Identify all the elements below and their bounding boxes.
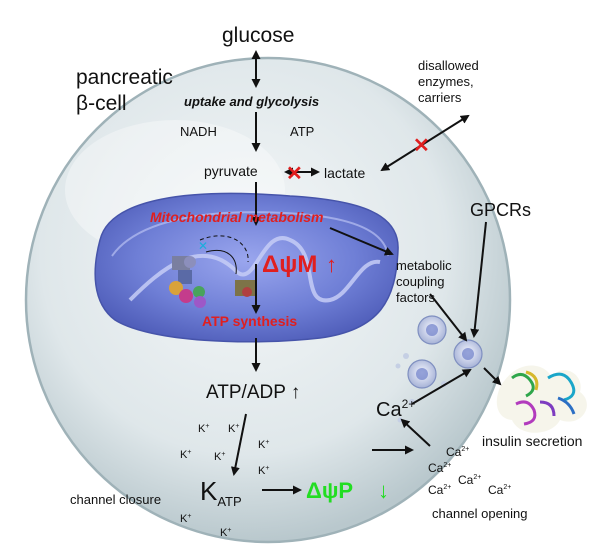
mitochondrial-inner-membrane [111, 211, 389, 257]
metabolic-coupling-label-1: metabolic [396, 258, 452, 273]
channel-closure-label: channel closure [70, 492, 161, 507]
electron-transfer-arc-2 [205, 250, 237, 275]
blocked-disallowed-cross: ✕ [413, 135, 430, 157]
k-ion: K+ [258, 465, 269, 477]
k-ion: K+ [228, 423, 239, 435]
insulin-granules [395, 315, 483, 423]
k-ion: K+ [214, 451, 225, 463]
calcium-ions: Ca2+ Ca2+ Ca2+ Ca2+ Ca2+ [428, 445, 511, 497]
gpcrs-label: GPCRs [470, 200, 531, 220]
blocked-lactate-cross: ✕ [286, 163, 303, 185]
disallowed-label-1: disallowed [418, 58, 479, 73]
delta-psi-m-up-arrow: ↑ [326, 252, 337, 277]
k-ion: K+ [180, 513, 191, 525]
beta-cell-label: β-cell [76, 92, 127, 115]
lactate-label: lactate [324, 165, 365, 181]
ca-ion: Ca2+ [488, 483, 511, 497]
delta-psi-p-label: ΔψP [306, 478, 353, 503]
ca-ion: Ca2+ [446, 445, 469, 459]
mitochondrion [94, 192, 399, 343]
electron-transport-complexes [169, 256, 255, 308]
k-ion: K+ [180, 449, 191, 461]
metabolic-coupling-label-2: coupling [396, 274, 444, 289]
nadh-label: NADH [180, 124, 217, 139]
ca-ion: Ca2+ [428, 461, 451, 475]
k-ion: K+ [198, 423, 209, 435]
pathway-arrows [230, 50, 502, 476]
channel-opening-label: channel opening [432, 506, 527, 521]
electron-glyph: ✕ [198, 239, 208, 253]
delta-psi-m-label: ΔψM [262, 251, 317, 278]
k-ion: K+ [220, 527, 231, 539]
uptake-glycolysis-label: uptake and glycolysis [184, 94, 319, 109]
ca-ion: Ca2+ [458, 473, 481, 487]
mitochondrial-cristae [128, 236, 381, 303]
disallowed-label-2: enzymes, [418, 74, 474, 89]
mitochondrial-metabolism-label: Mitochondrial metabolism [150, 209, 323, 225]
ca-ion: Ca2+ [428, 483, 451, 497]
atp-label: ATP [290, 124, 314, 139]
pyruvate-label: pyruvate [204, 163, 258, 179]
ca-label: Ca2+ [376, 397, 415, 421]
electron-transfer-arc [199, 235, 249, 263]
potassium-ions: K+ K+ K+ K+ K+ K+ K+ K+ [180, 423, 269, 539]
pancreatic-label: pancreatic [76, 66, 173, 89]
k-atp-label: KATP [200, 476, 242, 509]
k-ion: K+ [258, 439, 269, 451]
insulin-molecule [496, 365, 587, 433]
metabolic-coupling-label-3: factors [396, 290, 436, 305]
delta-psi-p-down-arrow: ↓ [378, 478, 389, 503]
disallowed-label-3: carriers [418, 90, 462, 105]
atp-adp-ratio-label: ATP/ADP ↑ [206, 382, 300, 403]
insulin-secretion-label: insulin secretion [482, 433, 582, 449]
glucose-label: glucose [222, 24, 294, 47]
atp-synthesis-label: ATP synthesis [202, 313, 297, 329]
